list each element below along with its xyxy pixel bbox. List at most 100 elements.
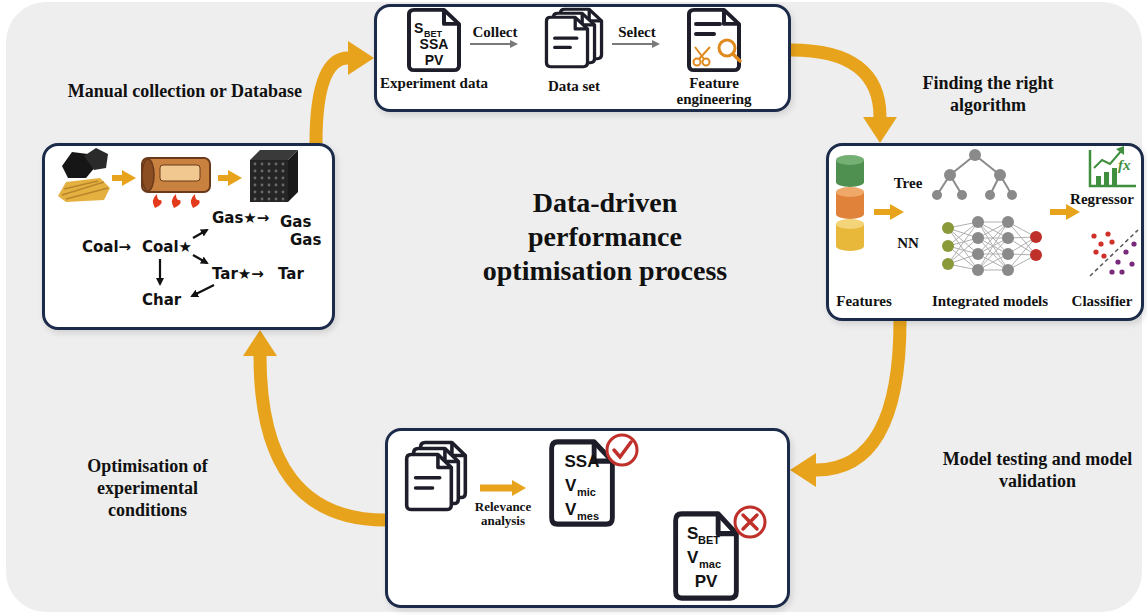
furnace	[142, 159, 154, 191]
stage-box: FeaturesTreeNNIntegrated modelsfxRegress…	[826, 143, 1144, 321]
neural-network-icon	[972, 216, 984, 228]
box-text: Gas★→	[212, 209, 269, 227]
neural-network-icon	[978, 222, 1008, 238]
edge-label: Optimisation of experimental conditions	[60, 455, 235, 521]
box-text: V	[565, 476, 576, 496]
box-text: SSA	[409, 36, 459, 52]
box-text: Collect	[460, 24, 530, 40]
box-text: Coal★	[142, 238, 192, 256]
decision-tree-icon	[969, 149, 981, 161]
box-text: PV	[409, 52, 459, 68]
neural-network-icon	[1008, 238, 1036, 255]
neural-network-icon	[942, 240, 954, 252]
panel-ground	[6, 2, 1142, 612]
dataset-doc-stack	[560, 9, 601, 58]
stage-box: SBETSSAPVExperiment dataCollectData setS…	[374, 4, 791, 112]
regressor-icon	[1094, 150, 1122, 168]
neural-network-icon	[948, 254, 978, 264]
feature-doc-icon	[696, 24, 720, 34]
regressor-icon	[1116, 146, 1124, 155]
furnace	[142, 158, 210, 208]
regressor-icon	[1096, 176, 1101, 186]
neural-network-icon	[1008, 222, 1036, 237]
furnace	[172, 194, 181, 208]
rejected-doc	[743, 515, 757, 529]
neural-network-icon	[1002, 232, 1014, 244]
neural-network-icon	[1008, 237, 1036, 254]
decision-tree-icon	[944, 169, 956, 181]
regressor-icon	[1090, 146, 1136, 186]
box-text: Regressor	[1064, 191, 1140, 207]
accepted-doc	[552, 442, 613, 524]
feature-databases	[836, 160, 864, 182]
cycle-arrow	[791, 50, 897, 143]
cycle-arrow	[316, 41, 374, 143]
arrow-shaft	[260, 356, 385, 520]
decision-tree-icon	[1007, 190, 1017, 200]
neural-network-icon	[1002, 248, 1014, 260]
collect-arrow	[470, 43, 516, 45]
furnace	[191, 194, 200, 208]
porous-carbon-cube	[250, 150, 298, 202]
neural-network-icon	[948, 222, 978, 246]
feature-doc-icon	[703, 59, 710, 66]
furnace	[153, 194, 162, 208]
neural-network-icon	[978, 238, 1008, 270]
model-orange-arrows	[874, 209, 894, 215]
classifier-icon	[1115, 259, 1120, 264]
feature-doc-icon	[695, 47, 710, 59]
neural-network-icon	[978, 222, 1008, 270]
neural-network-icon	[1002, 216, 1014, 228]
neural-network-icon	[948, 238, 978, 246]
classifier-icon	[1090, 230, 1138, 276]
box-text: Experiment data	[379, 75, 489, 91]
neural-network-icon	[948, 264, 978, 270]
classifier-icon	[1090, 230, 1138, 276]
neural-network-icon	[978, 222, 1008, 223]
box-text: S	[687, 524, 698, 544]
neural-network-icon	[978, 222, 1008, 254]
model-orange-arrows	[874, 212, 1070, 213]
neural-network-icon	[1008, 222, 1036, 255]
neural-network-icon	[978, 222, 1008, 238]
coal-and-straw	[62, 152, 96, 178]
rejected-doc	[735, 507, 765, 537]
neural-network-icon	[972, 232, 984, 244]
arrow-head	[863, 117, 897, 143]
rejected-doc	[676, 514, 737, 598]
regressor-icon	[1112, 168, 1117, 186]
arrow-shaft	[316, 58, 348, 143]
classifier-icon	[1098, 241, 1103, 246]
neural-network-icon	[948, 228, 978, 254]
classifier-icon	[1131, 241, 1136, 246]
feature-doc-icon	[689, 10, 739, 70]
feature-doc-icon	[733, 54, 740, 61]
feature-doc-icon	[689, 10, 740, 70]
cycle-arrow	[790, 321, 900, 487]
reaction-arrows	[193, 230, 207, 238]
neural-network-icon	[978, 254, 1008, 255]
reaction-arrows	[193, 255, 207, 263]
edge-label: Model testing and model validation	[935, 448, 1140, 492]
neural-network-icon	[972, 264, 984, 276]
orange-step-arrow	[218, 175, 232, 181]
edge-label: Finding the right algorithm	[898, 72, 1078, 116]
feature-doc-icon	[694, 59, 701, 66]
box-text: SSA	[552, 452, 612, 472]
decision-tree-icon	[957, 190, 967, 200]
coal-and-straw	[62, 181, 108, 199]
relevance-arrow	[480, 488, 516, 489]
box-text: S	[414, 20, 423, 36]
box-text: PV	[681, 572, 731, 592]
neural-network-icon	[978, 270, 1008, 271]
box-text: Classifier	[1064, 293, 1140, 309]
regressor-icon	[1090, 150, 1136, 186]
classifier-icon	[1123, 249, 1128, 254]
box-text: Char	[142, 291, 181, 309]
decision-tree-icon	[994, 169, 1006, 181]
orange-step-arrow	[112, 178, 232, 179]
classifier-icon	[1105, 231, 1110, 236]
neural-network-icon	[978, 222, 1008, 254]
box-text: Tree	[886, 175, 930, 191]
